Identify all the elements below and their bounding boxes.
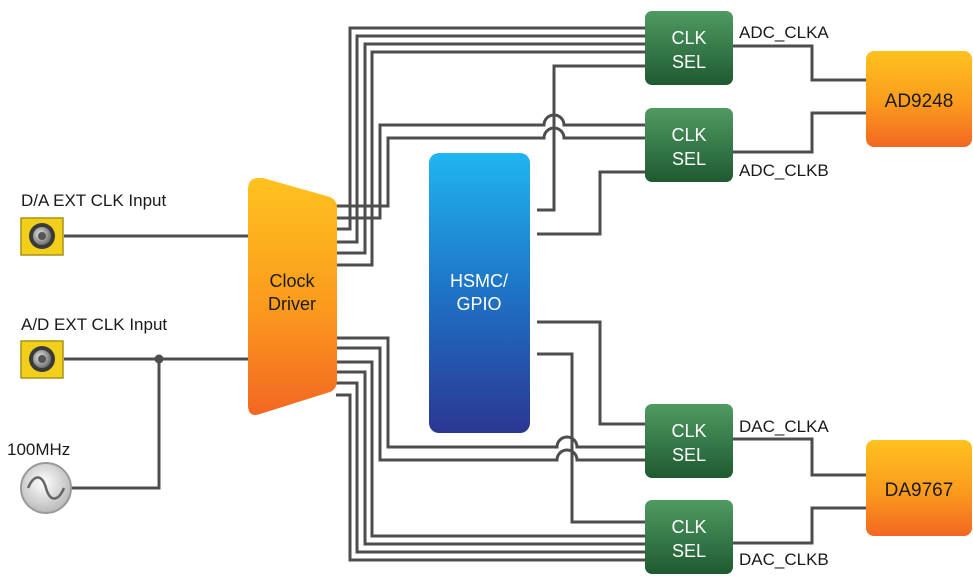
da-ext-clk-connector bbox=[20, 217, 64, 256]
oscillator-label: 100MHz bbox=[7, 440, 70, 459]
clock-driver-block bbox=[248, 178, 337, 415]
clk-sel-label-2: SEL bbox=[672, 149, 706, 169]
junction-dot bbox=[154, 354, 164, 364]
clk-sel-block-dac-a: CLK SEL bbox=[645, 404, 733, 478]
da9767-label: DA9767 bbox=[885, 480, 954, 501]
clk-sel-label-1: CLK bbox=[671, 517, 706, 537]
hsmc-gpio-block bbox=[429, 153, 530, 433]
ad9248-label: AD9248 bbox=[885, 91, 954, 112]
clk-sel-label-2: SEL bbox=[672, 52, 706, 72]
clk-sel-block-dac-b: CLK SEL bbox=[645, 500, 733, 574]
clock-driver-label-1: Clock bbox=[269, 271, 315, 291]
hsmc-label-2: GPIO bbox=[456, 294, 501, 314]
adc-clkb-label: ADC_CLKB bbox=[739, 161, 829, 180]
clock-driver-label-2: Driver bbox=[268, 294, 316, 314]
adc-clka-label: ADC_CLKA bbox=[739, 23, 829, 42]
wires bbox=[64, 26, 866, 562]
ad9248-block: AD9248 bbox=[866, 51, 972, 147]
clk-sel-label-2: SEL bbox=[672, 445, 706, 465]
clk-sel-label-1: CLK bbox=[671, 28, 706, 48]
ad-ext-clk-connector bbox=[20, 340, 64, 379]
da-ext-clk-label: D/A EXT CLK Input bbox=[21, 191, 166, 210]
dac-clkb-label: DAC_CLKB bbox=[739, 550, 829, 569]
hsmc-label-1: HSMC/ bbox=[450, 271, 508, 291]
dac-clka-label: DAC_CLKA bbox=[739, 417, 829, 436]
clk-sel-label-2: SEL bbox=[672, 541, 706, 561]
clk-sel-label-1: CLK bbox=[671, 125, 706, 145]
oscillator-icon bbox=[20, 462, 72, 514]
da9767-block: DA9767 bbox=[866, 440, 972, 536]
clk-sel-label-1: CLK bbox=[671, 421, 706, 441]
clk-sel-block-adc-a: CLK SEL bbox=[645, 11, 733, 85]
clk-sel-block-adc-b: CLK SEL bbox=[645, 108, 733, 182]
ad-ext-clk-label: A/D EXT CLK Input bbox=[21, 315, 167, 334]
